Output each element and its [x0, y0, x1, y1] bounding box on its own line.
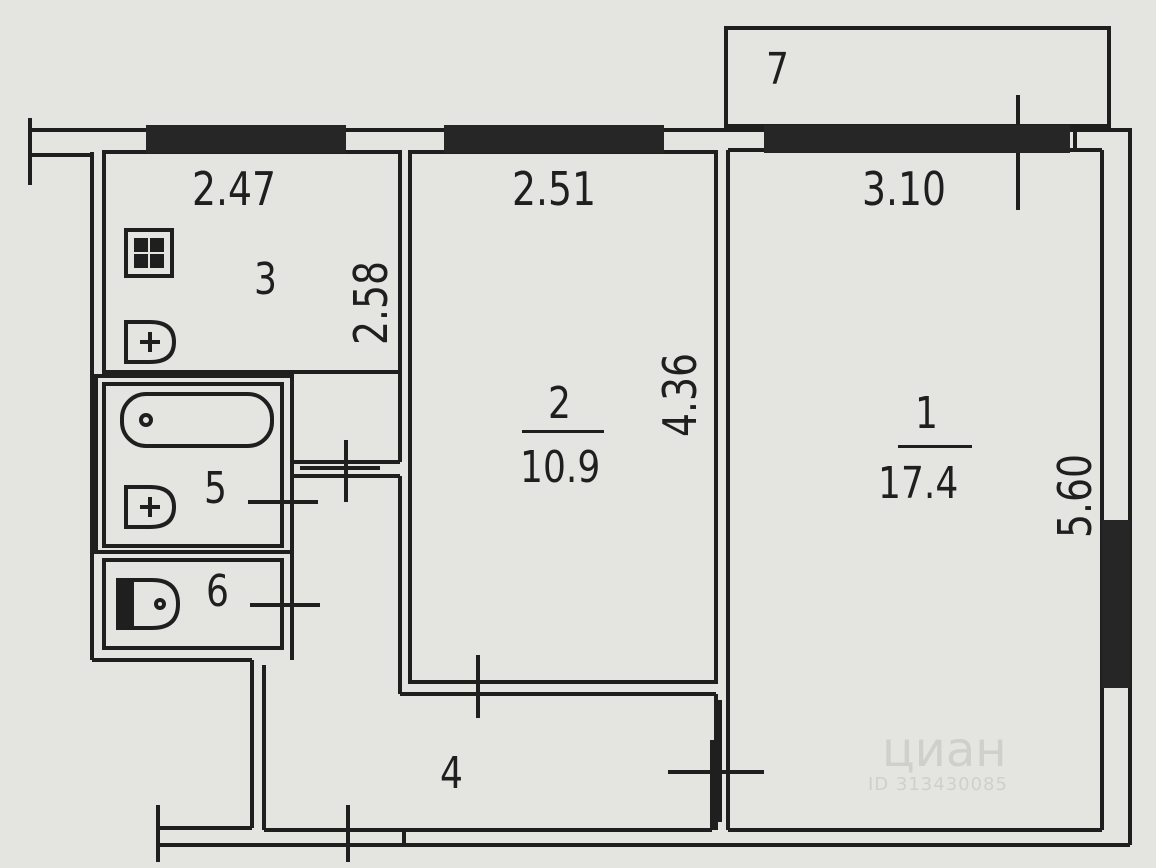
window-room-1-right [1102, 520, 1130, 688]
room-2-length-label: 4.36 [653, 353, 707, 437]
room-5-number: 5 [204, 463, 227, 514]
sink-icon [124, 485, 177, 529]
room-1-length-label: 5.60 [1048, 454, 1102, 538]
room-2-fraction-line [522, 430, 604, 433]
room-1-number: 1 [915, 388, 938, 439]
room-3-length-label: 2.58 [344, 261, 398, 345]
toilet-icon [116, 578, 181, 630]
room-5-outline [102, 382, 284, 548]
bathtub-icon [120, 392, 274, 448]
watermark-brand: циан [882, 722, 1007, 778]
sink-icon [124, 320, 177, 364]
room-7-number: 7 [766, 44, 789, 95]
room-6-number: 6 [206, 566, 229, 617]
room-1-fraction-line [898, 445, 972, 448]
room-3-width-label: 2.47 [192, 162, 276, 216]
room-2-number: 2 [548, 378, 571, 429]
room-1-width-label: 3.10 [862, 162, 946, 216]
window-room-1-top [764, 125, 1070, 153]
room-3-number: 3 [254, 254, 277, 305]
room-2-width-label: 2.51 [512, 162, 596, 216]
room-4-number: 4 [440, 748, 463, 799]
room-1-area: 17.4 [878, 458, 959, 509]
stove-icon [124, 228, 174, 278]
watermark-id: ID 313430085 [868, 774, 1008, 795]
window-room-3 [146, 125, 346, 153]
window-room-2 [444, 125, 664, 153]
room-2-area: 10.9 [520, 442, 601, 493]
